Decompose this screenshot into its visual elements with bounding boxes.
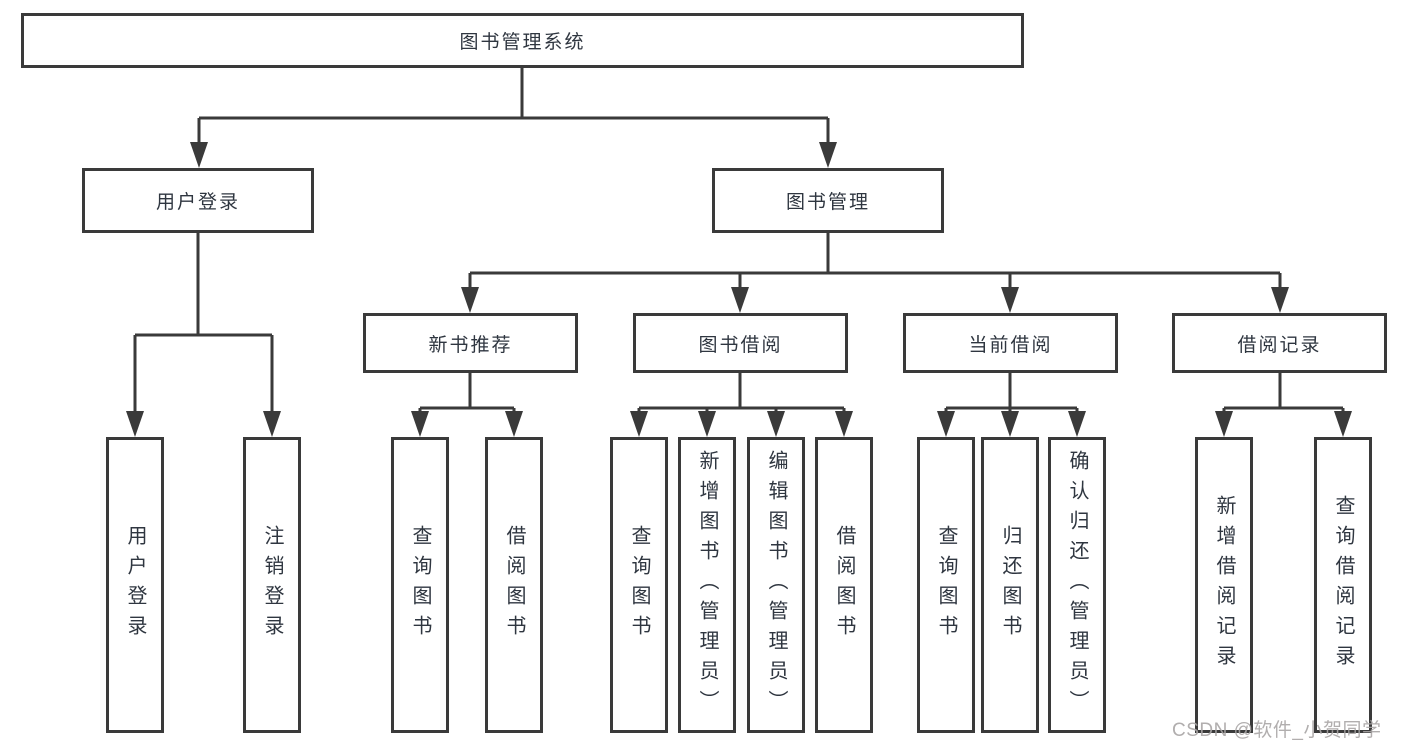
leaf-borrow-borrow-books: 借阅图书 (815, 437, 873, 733)
node-label: 查询图书 (935, 525, 957, 645)
node-label: 编辑图书（管理员） (765, 450, 787, 720)
node-new-book-recommend: 新书推荐 (363, 313, 578, 373)
leaf-user-login: 用户登录 (106, 437, 164, 733)
node-label: 图书管理 (785, 192, 870, 213)
leaf-borrow-query-books: 查询图书 (610, 437, 668, 733)
node-label: 查询图书 (628, 525, 650, 645)
node-label: 借阅图书 (503, 525, 525, 645)
watermark: CSDN @软件_小贺同学 (1172, 720, 1382, 741)
node-label: 当前借阅 (968, 334, 1053, 356)
leaf-newbook-borrow-books: 借阅图书 (485, 437, 543, 733)
node-label: 注销登录 (261, 525, 283, 645)
node-label: 确认归还（管理员） (1066, 450, 1088, 720)
node-root-system: 图书管理系统 (21, 13, 1024, 68)
node-current-borrow: 当前借阅 (903, 313, 1118, 373)
node-label: 查询图书 (409, 525, 431, 645)
leaf-current-query-books: 查询图书 (917, 437, 975, 733)
node-label: 用户登录 (155, 192, 240, 213)
node-label: 归还图书 (999, 525, 1021, 645)
node-book-management: 图书管理 (712, 168, 944, 233)
leaf-borrow-add-books-admin: 新增图书（管理员） (678, 437, 736, 733)
leaf-current-confirm-return-admin: 确认归还（管理员） (1048, 437, 1106, 733)
leaf-logout: 注销登录 (243, 437, 301, 733)
leaf-current-return-books: 归还图书 (981, 437, 1039, 733)
leaf-records-add-record: 新增借阅记录 (1195, 437, 1253, 733)
leaf-newbook-query-books: 查询图书 (391, 437, 449, 733)
node-label: 借阅记录 (1237, 334, 1322, 356)
node-label: 用户登录 (124, 525, 146, 645)
leaf-borrow-edit-books-admin: 编辑图书（管理员） (747, 437, 805, 733)
node-label: 新增图书（管理员） (696, 450, 718, 720)
arrowhead-icons (126, 142, 1352, 437)
node-book-borrow: 图书借阅 (633, 313, 848, 373)
node-borrow-records: 借阅记录 (1172, 313, 1387, 373)
node-label: 查询借阅记录 (1332, 495, 1354, 675)
node-label: 图书管理系统 (459, 32, 586, 53)
node-label: 新增借阅记录 (1213, 495, 1235, 675)
node-label: 新书推荐 (428, 334, 513, 356)
node-label: 借阅图书 (833, 525, 855, 645)
node-user-login: 用户登录 (82, 168, 314, 233)
node-label: 图书借阅 (698, 334, 783, 356)
leaf-records-query-record: 查询借阅记录 (1314, 437, 1372, 733)
